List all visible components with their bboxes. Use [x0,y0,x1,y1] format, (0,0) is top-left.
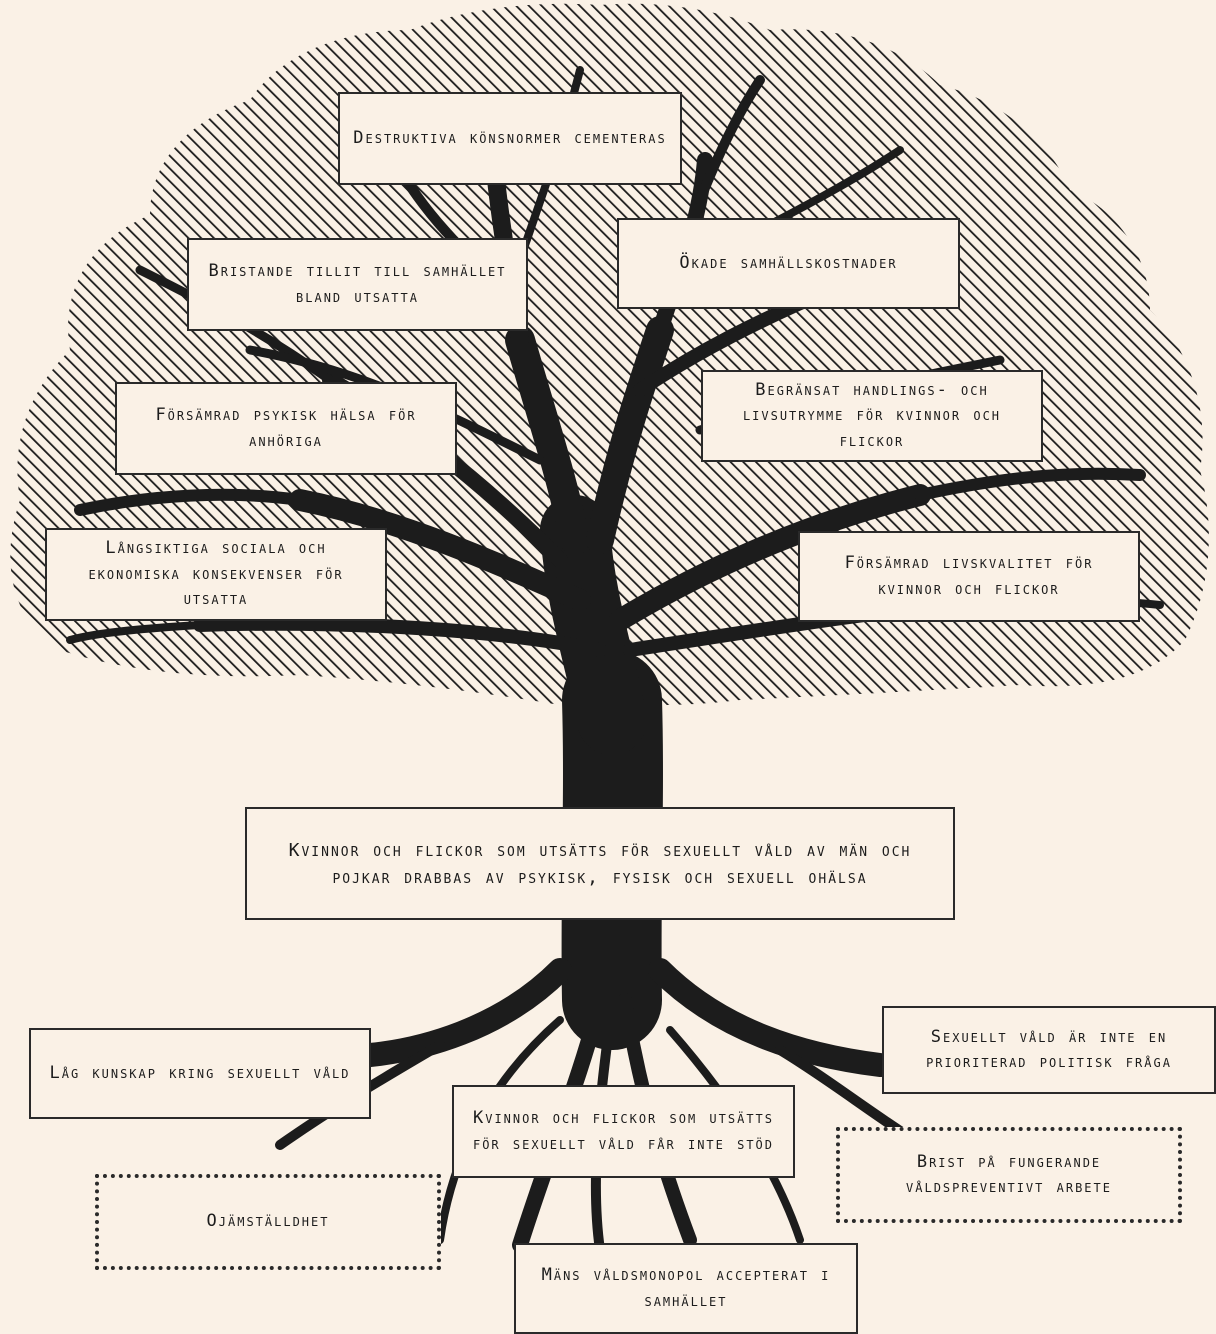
cause-text: Brist på fungerande våldspreventivt arbe… [906,1151,1112,1198]
cause-box-knowledge: Låg kunskap kring sexuellt våld [29,1028,371,1119]
cause-text: Kvinnor och flickor som utsätts för sexu… [472,1108,774,1154]
cause-text: Mäns våldsmonopol accepterat i samhället [541,1265,831,1311]
cause-box-politics: Sexuellt våld är inte en prioriterad pol… [882,1006,1216,1094]
cause-text: Ojämställdhet [206,1211,330,1232]
cause-box-violence-monopoly: Mäns våldsmonopol accepterat i samhället [514,1243,858,1334]
effect-box-mental-health: Försämrad psykisk hälsa för anhöriga [115,382,457,475]
effect-box-trust: Bristande tillit till samhället bland ut… [187,238,528,331]
cause-text: Sexuellt våld är inte en prioriterad pol… [926,1026,1172,1073]
effect-text: Begränsat handlings- och livsutrymme för… [742,379,1002,451]
cause-text: Låg kunskap kring sexuellt våld [49,1062,351,1083]
effect-box-costs: Ökade samhällskostnader [617,218,960,309]
effect-box-long-term: Långsiktiga sociala och ekonomiska konse… [45,528,387,621]
effect-box-norms: Destruktiva könsnormer cementeras [338,92,682,185]
effect-text: Destruktiva könsnormer cementeras [353,127,667,148]
core-problem-box: Kvinnor och flickor som utsätts för sexu… [245,807,955,920]
core-problem-text: Kvinnor och flickor som utsätts för sexu… [288,839,912,888]
cause-box-inequality: Ojämställdhet [95,1174,441,1270]
effect-box-quality-of-life: Försämrad livskvalitet för kvinnor och f… [798,531,1140,622]
effect-text: Ökade samhällskostnader [679,252,898,273]
effect-text: Bristande tillit till samhället bland ut… [208,261,507,307]
cause-box-prevention: Brist på fungerande våldspreventivt arbe… [836,1127,1182,1223]
effect-text: Långsiktiga sociala och ekonomiska konse… [88,538,344,610]
cause-box-support: Kvinnor och flickor som utsätts för sexu… [452,1085,795,1178]
effect-box-limited-space: Begränsat handlings- och livsutrymme för… [701,370,1043,462]
effect-text: Försämrad psykisk hälsa för anhöriga [155,405,417,451]
effect-text: Försämrad livskvalitet för kvinnor och f… [844,553,1094,599]
